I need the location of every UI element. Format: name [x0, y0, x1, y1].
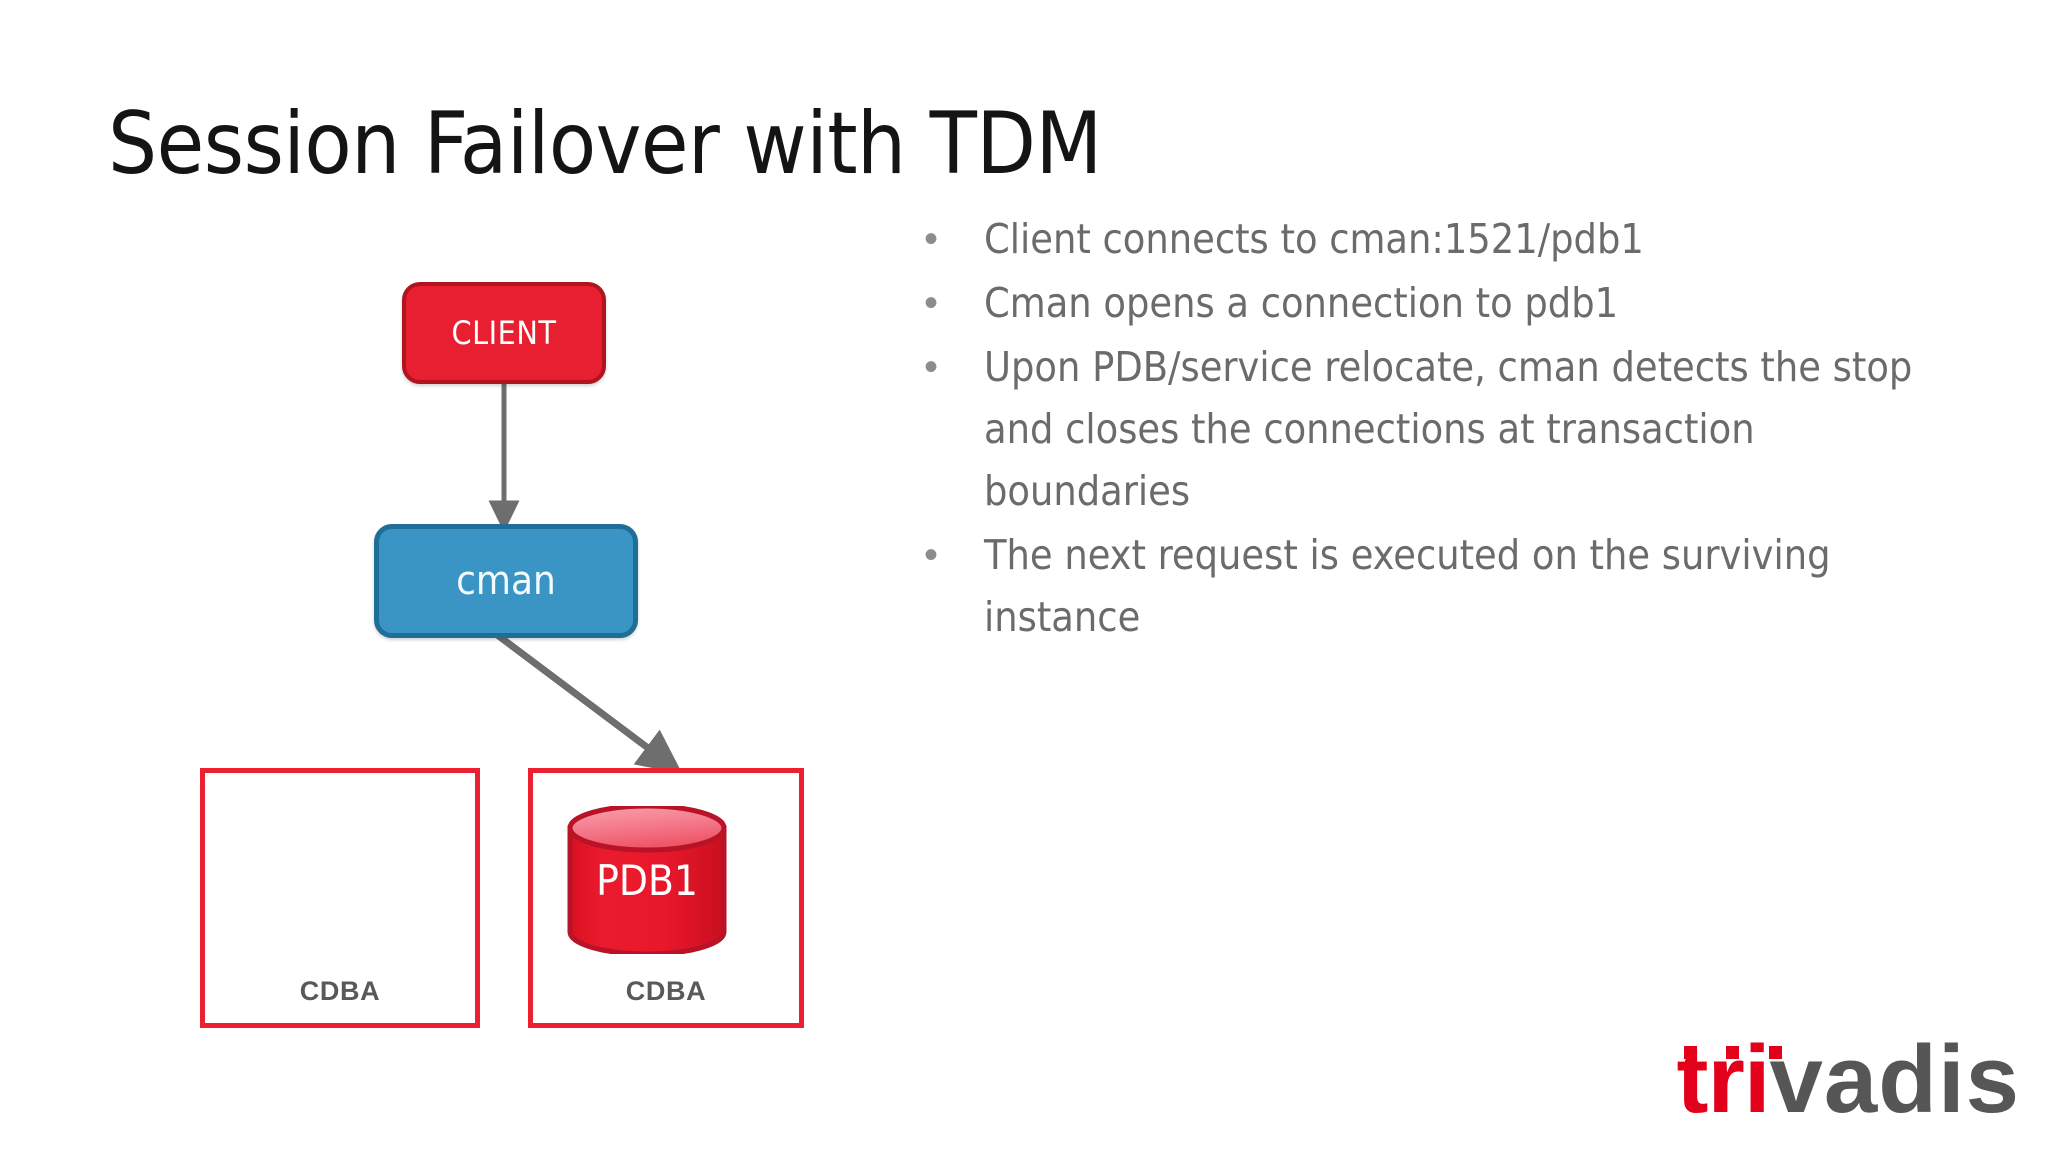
cdba-container-left[interactable]: CDBA	[200, 768, 480, 1028]
logo-dot-t-icon	[1683, 1046, 1697, 1059]
bullet-point-icon: •	[924, 533, 939, 577]
client-node-label: CLIENT	[451, 314, 557, 352]
arrow-cman-to-pdb1	[493, 631, 683, 774]
logo-tri-label: tri	[1676, 1026, 1771, 1133]
client-node[interactable]: CLIENT	[402, 282, 606, 384]
pdb1-database-icon[interactable]	[564, 806, 730, 954]
logo-tri-text: tri	[1677, 1032, 1782, 1128]
logo-dot-i-icon	[1768, 1046, 1782, 1059]
list-item: • Cman opens a connection to pdb1	[910, 272, 1940, 334]
cman-node[interactable]: cman	[374, 524, 638, 638]
page-title: Session Failover with TDM	[108, 94, 1102, 194]
bullet-text: Upon PDB/service relocate, cman detects …	[984, 343, 1913, 515]
trivadis-logo: tri vadis	[1677, 1018, 2020, 1128]
bullet-point-icon: •	[924, 217, 939, 261]
logo-dot-r-icon	[1725, 1046, 1739, 1059]
cman-node-label: cman	[456, 558, 556, 604]
bullet-list: • Client connects to cman:1521/pdb1 • Cm…	[910, 208, 1940, 650]
list-item: • Client connects to cman:1521/pdb1	[910, 208, 1940, 270]
bullet-text: Cman opens a connection to pdb1	[984, 279, 1619, 327]
logo-vadis-label: vadis	[1769, 1026, 2020, 1133]
bullet-text: The next request is executed on the surv…	[984, 531, 1831, 641]
architecture-diagram: CLIENT cman CDBA CDBA	[0, 0, 900, 1152]
list-item: • Upon PDB/service relocate, cman detect…	[910, 336, 1940, 522]
bullet-point-icon: •	[924, 345, 939, 389]
bullet-point-icon: •	[924, 281, 939, 325]
cdba-right-label: CDBA	[625, 976, 707, 1006]
list-item: • The next request is executed on the su…	[910, 524, 1940, 648]
cdba-left-label: CDBA	[299, 976, 381, 1006]
bullet-text: Client connects to cman:1521/pdb1	[984, 215, 1644, 263]
